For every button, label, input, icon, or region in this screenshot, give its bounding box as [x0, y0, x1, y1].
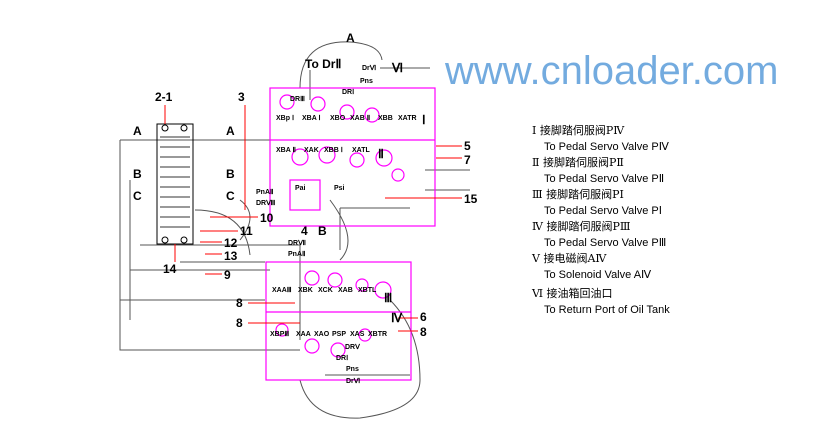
legend-zh: Ⅳ 接脚踏伺服阀PⅢ	[532, 220, 631, 233]
legend-item: Ⅳ 接脚踏伺服阀PⅢ To Pedal Servo Valve PⅢ	[532, 219, 670, 251]
port-xatl: XATL	[352, 147, 370, 154]
port-xba1: XBA Ⅰ	[302, 114, 321, 122]
label-to-dr2: To DrⅡ	[305, 57, 341, 71]
callout-8a: 8	[236, 296, 243, 310]
label-dr1: DRⅠ	[342, 88, 354, 96]
pipe-lines	[119, 41, 470, 419]
legend-en: To Solenoid Valve AⅣ	[544, 269, 652, 281]
legend-zh: Ⅱ 接脚踏伺服阀PⅡ	[532, 156, 624, 169]
port-xbo: XBO	[330, 115, 346, 122]
port-xab2: XAB Ⅱ	[350, 114, 370, 122]
callout-12: 12	[224, 236, 238, 250]
port-xbp3: XBPⅢ	[270, 330, 289, 338]
port-xbtr: XBTR	[368, 331, 387, 338]
port-xatr: XATR	[398, 115, 417, 122]
legend-item: Ⅴ 接电磁阀AⅣ To Solenoid Valve AⅣ	[532, 251, 670, 283]
legend-item: Ⅵ 接油箱回油口 To Return Port of Oil Tank	[532, 286, 670, 318]
callout-15: 15	[464, 192, 478, 206]
legend-zh: Ⅲ 接脚踏伺服阀PⅠ	[532, 188, 624, 201]
label-a-right: A	[226, 124, 235, 138]
port-pna2b: PnAⅡ	[288, 250, 305, 258]
label-b-left: B	[133, 167, 142, 181]
legend-en: To Pedal Servo Valve PⅢ	[544, 237, 667, 249]
port-xao: XAO	[314, 331, 330, 338]
roman-3: Ⅲ	[384, 291, 392, 305]
port-xbk: XBK	[298, 287, 313, 294]
legend-en: To Pedal Servo Valve PⅣ	[544, 141, 669, 153]
legend-zh: Ⅴ 接电磁阀AⅣ	[532, 252, 607, 265]
port-psp: PSP	[332, 331, 346, 338]
label-drvi: DrⅥ	[362, 64, 376, 72]
port-xaa: XAA	[296, 331, 311, 338]
port-dr6-lower: DrⅥ	[346, 377, 360, 385]
legend-zh: Ⅵ 接油箱回油口	[532, 287, 613, 300]
upper-valve-block	[269, 87, 436, 227]
callout-6: 6	[420, 310, 427, 324]
legend-zh: Ⅰ 接脚踏伺服阀PⅣ	[532, 124, 625, 137]
manifold-id: 2-1	[155, 90, 173, 104]
label-b-mid: B	[318, 224, 327, 238]
port-xbb1: XBB Ⅰ	[324, 146, 343, 154]
callout-5: 5	[464, 139, 471, 153]
port-xbtl: XBTL	[358, 287, 377, 294]
callout-8c: 8	[420, 325, 427, 339]
port-xbp1: XBp Ⅰ	[276, 114, 294, 122]
callout-9: 9	[224, 268, 231, 282]
leader-lines	[164, 105, 462, 332]
port-dr7: DRⅦ	[288, 239, 306, 247]
legend-item: Ⅱ 接脚踏伺服阀PⅡ To Pedal Servo Valve PⅡ	[532, 155, 670, 187]
callout-14: 14	[163, 262, 177, 276]
callout-10: 10	[260, 211, 274, 225]
port-xak: XAK	[304, 147, 319, 154]
port-pai: Pai	[295, 185, 306, 192]
label-vi: Ⅵ	[391, 61, 403, 75]
label-b-right: B	[226, 167, 235, 181]
port-dr5: DRⅤ	[345, 343, 360, 351]
callout-11: 11	[240, 224, 253, 238]
manifold-block	[156, 123, 194, 245]
label-pns: Pns	[360, 78, 373, 85]
legend: Ⅰ 接脚踏伺服阀PⅣ To Pedal Servo Valve PⅣ Ⅱ 接脚踏伺…	[532, 123, 670, 318]
label-c-right: C	[226, 189, 235, 203]
port-xba2: XBA Ⅱ	[276, 146, 296, 154]
lower-valve-block	[265, 261, 412, 381]
legend-en: To Pedal Servo Valve PⅠ	[544, 205, 662, 217]
label-a-top: A	[346, 31, 355, 45]
port-xab: XAB	[338, 287, 353, 294]
roman-2: Ⅱ	[378, 147, 384, 161]
port-dr3: DRⅢ	[290, 95, 305, 103]
callout-8b: 8	[236, 316, 243, 330]
callout-3: 3	[238, 90, 245, 104]
legend-en: To Pedal Servo Valve PⅡ	[544, 173, 665, 185]
legend-item: Ⅲ 接脚踏伺服阀PⅠ To Pedal Servo Valve PⅠ	[532, 187, 670, 219]
port-xas: XAS	[350, 331, 365, 338]
legend-item: Ⅰ 接脚踏伺服阀PⅣ To Pedal Servo Valve PⅣ	[532, 123, 670, 155]
port-psi: Psi	[334, 185, 345, 192]
label-a-left: A	[133, 124, 142, 138]
callout-13: 13	[224, 249, 238, 263]
port-xaa3: XAAⅢ	[272, 286, 292, 294]
port-pns-lower: Pns	[346, 366, 359, 373]
port-xbb: XBB	[378, 115, 393, 122]
callout-4: 4	[301, 224, 308, 238]
roman-1: Ⅰ	[422, 113, 426, 127]
port-pna2: PnAⅡ	[256, 188, 273, 196]
callout-7: 7	[464, 153, 471, 167]
label-c-left: C	[133, 189, 142, 203]
port-dr1-lower: DRⅠ	[336, 354, 348, 362]
roman-4: Ⅳ	[391, 311, 403, 325]
legend-en: To Return Port of Oil Tank	[544, 304, 670, 316]
port-dr8: DRⅧ	[256, 199, 275, 207]
port-xck: XCK	[318, 287, 333, 294]
watermark: www.cnloader.com	[445, 49, 779, 93]
